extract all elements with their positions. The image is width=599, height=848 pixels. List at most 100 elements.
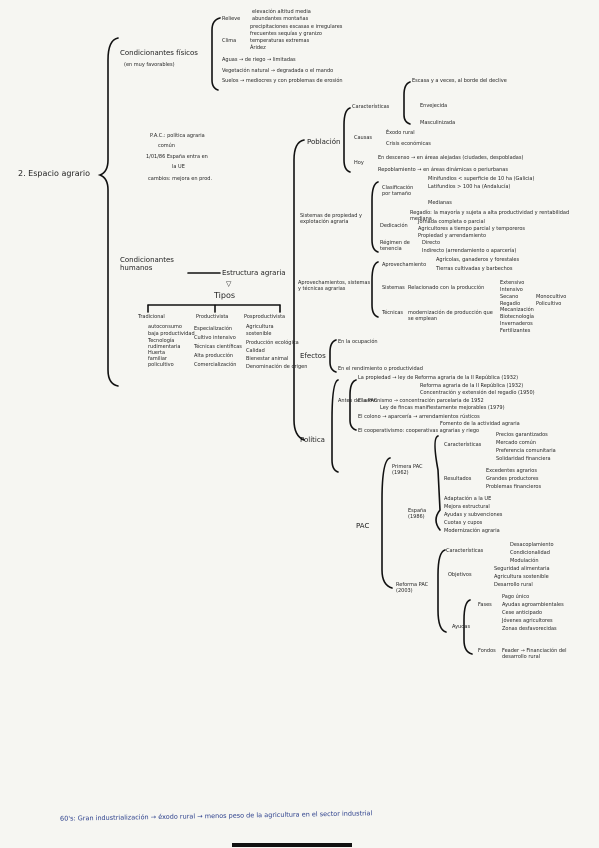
causas-label: Causas: [354, 135, 372, 141]
reg-item: Indirecto (arrendamiento o aparcería): [422, 248, 517, 254]
objetivos-label: Objetivos: [448, 572, 472, 578]
primera-car-item: Mercado común: [496, 440, 536, 446]
trad-item: autoconsumo: [148, 324, 182, 330]
primera-car-item: Precios garantizados: [496, 432, 548, 438]
sis-item: Extensivo: [500, 280, 525, 286]
antes-item: El cooperativismo: cooperativas agrarias…: [358, 428, 480, 434]
fondos-label: Fondos: [478, 648, 496, 654]
pac-note-line: la UE: [172, 164, 185, 170]
antes-item: Reforma agraria de la II República (1932…: [420, 383, 524, 389]
trad-item: Tecnología: [148, 338, 175, 344]
ap-label: Aprovechamiento: [382, 262, 427, 268]
ref-car-item: Modulación: [510, 558, 539, 564]
tec-label: Técnicas: [382, 310, 404, 316]
antes-item: Ley de fincas manifiestamente mejorables…: [380, 405, 505, 411]
hoy-label: Hoy: [354, 160, 364, 166]
tec-text: modernización de producción que se emple…: [408, 310, 493, 322]
fase-item: Cese anticipado: [502, 610, 543, 616]
clima-item: Áridez: [250, 45, 266, 51]
vegetacion-item: Vegetación natural → degradada o el mand…: [222, 68, 334, 74]
efecto-item: En la ocupación: [338, 339, 378, 345]
trad-item: Huerta: [148, 350, 166, 356]
prod-item: Especialización: [194, 326, 233, 332]
prod-item: Alta producción: [194, 353, 234, 359]
ayudas-label: Ayudas: [452, 624, 471, 630]
pac-note-line: cambios: mejora en prod.: [148, 176, 213, 182]
sis-item: Policultivo: [536, 301, 562, 307]
tec-item: Mecanización: [500, 307, 534, 313]
tec-item: Biotecnología: [500, 314, 534, 320]
esp-item: Modernización agraria: [444, 528, 500, 534]
res-item: Grandes productores: [486, 476, 539, 482]
clima-item: frecuentes sequías y granizo: [250, 31, 322, 37]
cond-humanos-label: Condicionantes humanos: [120, 256, 174, 272]
ref-car-item: Condicionalidad: [510, 550, 550, 556]
clima-item: precipitaciones escasas e irregulares: [250, 24, 343, 30]
sis-item: Regadío: [500, 301, 521, 307]
fase-item: Jóvenes agricultores: [502, 618, 553, 624]
dedicacion-label: Dedicación: [380, 223, 408, 229]
primera-car-label: Características: [444, 442, 482, 448]
cond-fisicos-sub: (en muy favorables): [124, 62, 175, 68]
obj-item: Agricultura sostenible: [494, 574, 549, 580]
regimen-label: Régimen de tenencia: [380, 240, 410, 252]
primera-car-item: Solidaridad financiera: [496, 456, 551, 462]
resultados-label: Resultados: [444, 476, 472, 482]
res-item: Problemas financieros: [486, 484, 542, 490]
antes-item: El colono → aparcería → arrendamientos r…: [358, 414, 480, 420]
antes-item: El armonismo → concentración parcelaria …: [358, 398, 484, 404]
ded-item: Propiedad y arrendamiento: [418, 233, 487, 239]
fase-item: Ayudas agroambientales: [502, 602, 564, 608]
clas-item: Latifundios > 100 ha (Andalucía): [428, 184, 511, 190]
tipos-label: Tipos: [214, 291, 236, 300]
pos-item: Agricultura: [246, 324, 274, 330]
down-arrow-icon: ▽: [226, 280, 232, 288]
posproductivista-label: Posproductivista: [244, 314, 286, 320]
pac-note-line: común: [158, 143, 176, 149]
fase-item: Zonas desfavorecidas: [502, 626, 557, 632]
car-item: Envejecida: [420, 103, 448, 109]
estructura-label: Estructura agraria: [222, 269, 286, 277]
pos-item: Denominación de origen: [246, 364, 308, 370]
ref-car-label: Características: [446, 548, 484, 554]
pos-item: Producción ecológica: [246, 340, 299, 346]
antes-label: Antes de la PAC: [338, 398, 378, 404]
res-item: Excedentes agrarios: [486, 468, 537, 474]
ap-item: Agrícolas, ganaderos y forestales: [436, 257, 520, 263]
sis-item: Secano: [500, 294, 519, 300]
regadio-note: Regadío: la mayoría y sujeta a alta prod…: [410, 210, 570, 222]
hoy-item: Repoblamiento → en áreas dinámicas o per…: [378, 167, 508, 173]
antes-item: Fomento de la actividad agraria: [440, 421, 520, 427]
trad-item: policultivo: [148, 362, 174, 368]
obj-item: Desarrollo rural: [494, 582, 533, 588]
sis-item: Intensivo: [500, 287, 523, 293]
clas-item: Medianas: [428, 200, 452, 206]
car-item: Masculinizada: [420, 120, 456, 126]
suelos-item: Suelos → mediocres y con problemas de er…: [222, 78, 343, 84]
poblacion-label: Población: [307, 138, 341, 146]
trad-item: familiar: [148, 356, 167, 362]
ref-car-item: Desacoplamiento: [510, 542, 554, 548]
ap-item: Tierras cultivadas y barbechos: [436, 266, 513, 272]
espana-label: España (1986): [408, 508, 427, 520]
car-item: Escasa y a veces, al borde del declive: [412, 78, 507, 84]
pos-item: Bienestar animal: [246, 356, 289, 362]
cond-fisicos-label: Condicionantes físicos: [120, 49, 198, 57]
esp-item: Adaptación a la UE: [444, 496, 492, 502]
clima-item: temperaturas extremas: [250, 38, 310, 44]
pac-label: PAC: [356, 522, 370, 530]
relieve-item: elevación altitud media: [252, 9, 311, 15]
tradicional-label: Tradicional: [138, 314, 165, 320]
relieve-label: Relieve: [222, 16, 241, 22]
causa-item: Crisis económicas: [386, 141, 431, 147]
tec-item: Fertilizantes: [500, 328, 531, 334]
productivista-label: Productivista: [196, 314, 229, 320]
sis-item: Monocultivo: [536, 294, 567, 300]
fase-item: Pago único: [502, 594, 530, 600]
esp-item: Cuotas y cupos: [444, 520, 483, 526]
aprovechamiento-label: Aprovechamientos, sistemas y técnicas ag…: [298, 280, 371, 292]
tec-item: Invernaderos: [500, 321, 533, 327]
politica-label: Política: [300, 436, 325, 444]
